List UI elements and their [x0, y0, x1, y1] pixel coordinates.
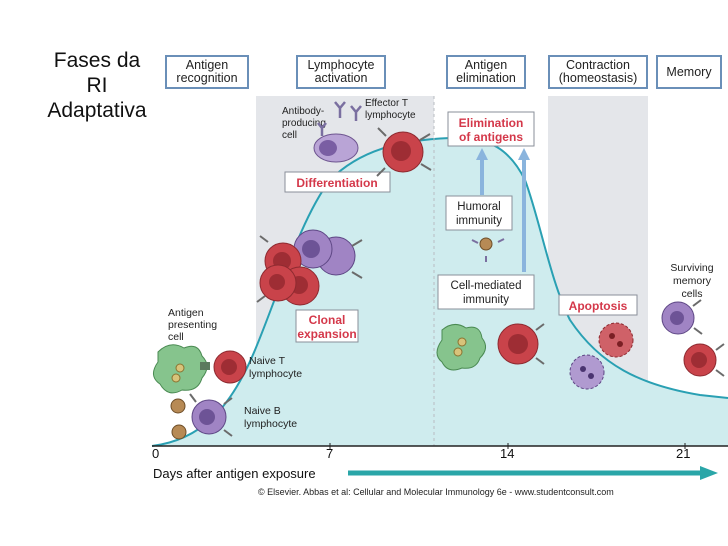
- apoptosis-label: Apoptosis: [569, 299, 628, 313]
- antibody-cell-label-3: cell: [282, 130, 297, 141]
- cell-mediated-up-arrow-head: [518, 148, 530, 160]
- elimination-frame: [447, 111, 535, 147]
- phase-contraction-line-1: Contraction: [566, 58, 630, 72]
- phase-antigen-recognition-line-2: recognition: [176, 71, 238, 85]
- effector-t-cell: [376, 127, 432, 177]
- copyright-notice: © Elsevier. Abbas et al: Cellular and Mo…: [258, 487, 614, 497]
- elimination-label-line-1: Elimination: [459, 116, 524, 130]
- humoral-label-line-1: Humoral: [457, 201, 500, 213]
- memory-t-cell: [683, 343, 725, 377]
- antibody-producing-cell: [313, 133, 359, 163]
- antibody-icons: [317, 101, 362, 136]
- phase-memory-line-1: Memory: [666, 64, 712, 79]
- phase-lymphocyte-activation-line-1: Lymphocyte: [307, 58, 375, 72]
- apc-label-3: cell: [168, 331, 184, 343]
- elimination-label-line-2: of antigens: [459, 130, 523, 144]
- phase-contraction-line-2: (homeostasis): [558, 71, 638, 85]
- cell-mediated-frame: [437, 274, 535, 310]
- phase-memory: Memory: [656, 55, 722, 89]
- naive-b-cell: [189, 393, 233, 437]
- effector-label-2: lymphocyte: [365, 110, 416, 121]
- slide-title: Fases da RI Adaptativa: [38, 48, 156, 123]
- apc-label-1: Antigen: [168, 307, 204, 319]
- differentiation-label: Differentiation: [296, 176, 377, 190]
- phase-antigen-elimination-line-2: elimination: [456, 71, 516, 85]
- effector-label-1: Effector T: [365, 98, 408, 109]
- x-axis-label: Days after antigen exposure: [153, 466, 316, 481]
- phase-antigen-elimination-line-1: Antigen: [464, 58, 508, 72]
- antigen-particles: [170, 398, 187, 440]
- slide-title-line-1: Fases da: [53, 49, 141, 72]
- memory-b-cell: [661, 299, 703, 335]
- clonal-frame: [295, 309, 359, 343]
- antibody-cell-label-1: Antibody-: [282, 106, 324, 117]
- slide-title-line-3: Adaptativa: [47, 99, 147, 122]
- memory-cells-label-3: cells: [681, 288, 702, 300]
- humoral-label-line-2: immunity: [456, 215, 502, 227]
- naive-t-cell: [213, 350, 247, 384]
- apc-label-2: presenting: [168, 319, 217, 331]
- cell-mediated-effector-t-cell: [497, 323, 545, 365]
- tick-label-21: 21: [676, 446, 691, 461]
- humoral-antigen-particle: [471, 237, 505, 262]
- antibody-cell-label-2: producing: [282, 118, 326, 129]
- clonal-expansion-cluster: [256, 229, 363, 306]
- naive-b-label-2: lymphocyte: [244, 418, 297, 430]
- tick-label-7: 7: [326, 446, 334, 461]
- naive-b-label-1: Naive B: [244, 405, 281, 417]
- naive-t-label-2: lymphocyte: [249, 368, 302, 380]
- tick-label-14: 14: [500, 446, 515, 461]
- phase-contraction: Contraction(homeostasis): [548, 55, 648, 89]
- humoral-up-arrow-head: [476, 148, 488, 160]
- clonal-label-line-2: expansion: [297, 327, 356, 341]
- apoptosis-frame: [558, 294, 638, 316]
- cell-mediated-label-line-2: immunity: [463, 294, 509, 306]
- axis-arrow-head: [700, 466, 718, 480]
- clonal-label-line-1: Clonal: [309, 313, 346, 327]
- differentiation-frame: [284, 171, 391, 193]
- cell-mediated-apc: [436, 324, 486, 371]
- memory-cells-label-1: Surviving: [670, 262, 713, 274]
- slide-title-line-2: RI: [86, 74, 108, 97]
- tick-label-0: 0: [152, 446, 160, 461]
- phase-lymphocyte-activation-line-2: activation: [314, 71, 368, 85]
- cell-mediated-label-line-1: Cell-mediated: [451, 280, 522, 292]
- antigen-presenting-cell: [153, 344, 210, 394]
- naive-t-label-1: Naive T: [249, 355, 286, 367]
- memory-cells-label-2: memory: [673, 275, 712, 287]
- apoptotic-cell-red: [598, 322, 634, 358]
- phase-antigen-recognition-line-1: Antigen: [185, 58, 229, 72]
- apoptotic-cell-purple: [569, 354, 605, 390]
- humoral-frame: [445, 195, 513, 231]
